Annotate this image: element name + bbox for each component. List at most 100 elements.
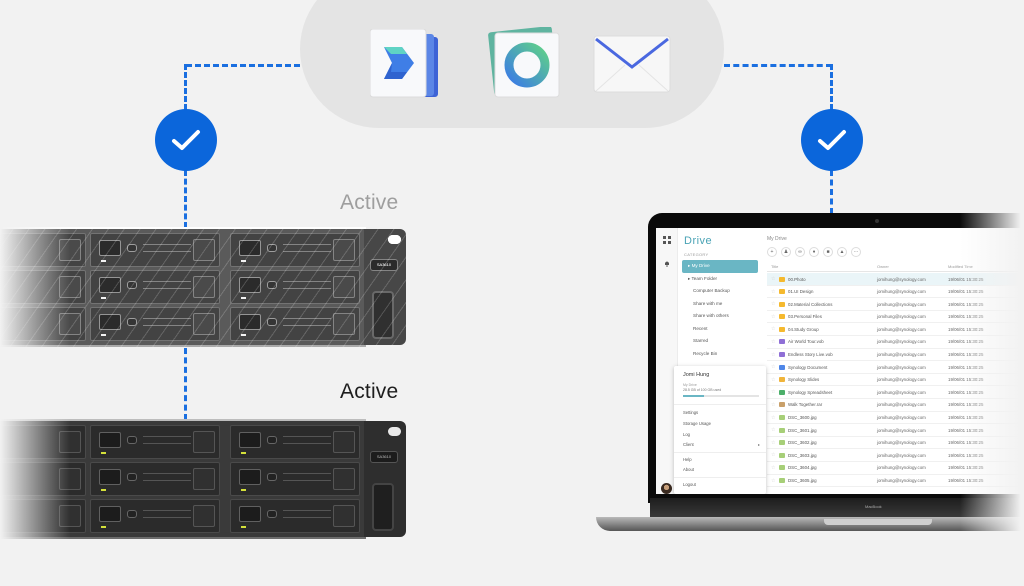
connector-server-link [184,348,187,420]
star-icon[interactable]: ☆ [771,338,776,345]
folder-icon [779,289,785,295]
quota-bar [683,395,759,397]
synology-drive-icon[interactable] [370,29,440,101]
sidebar-item-my-drive[interactable]: ▸ My Drive [682,260,758,273]
model-badge: SA3610 [370,259,398,271]
delete-button[interactable]: ▲ [837,247,847,257]
mail-icon[interactable] [593,35,671,95]
file-name: 03.Personal Files [788,314,822,320]
user-name: Jomi Hung [683,372,710,378]
file-owner: jomihung@synology.com [877,427,926,433]
drive-logo: Drive [684,235,713,247]
star-icon[interactable]: ☆ [771,288,776,295]
star-icon[interactable]: ☆ [771,439,776,446]
star-icon[interactable]: ☆ [771,389,776,396]
connector-right-to-laptop [830,170,833,214]
file-name: DSC_3601.jpg [788,427,817,433]
sidebar-item-computer-backup[interactable]: Computer Backup [693,288,730,293]
file-owner: jomihung@synology.com [877,301,926,307]
file-owner: jomihung@synology.com [877,314,926,320]
video-icon [779,352,785,358]
upper-server-status: Active [340,191,399,214]
copy-button[interactable]: ■ [823,247,833,257]
file-owner: jomihung@synology.com [877,352,926,358]
image-icon [779,478,785,483]
archive-icon [779,402,785,408]
file-owner: jomihung@synology.com [877,478,926,483]
sidebar-item-recent[interactable]: Recent [693,325,708,331]
file-name: DSC_3605.jpg [788,478,817,483]
breadcrumb: My Drive [767,236,787,242]
doc-icon [779,364,785,370]
file-owner: jomihung@synology.com [877,465,926,471]
star-icon[interactable]: ☆ [771,301,776,308]
share-user-button[interactable]: ♟ [781,247,791,257]
sidebar-item-share-with-me[interactable]: Share with me [693,300,723,306]
link-button[interactable]: ∞ [795,247,805,257]
quota-usage: 28.5 GB of 100 GB used [683,388,722,392]
menu-item-logout[interactable]: Logout [683,482,696,487]
avatar[interactable] [661,483,672,494]
submenu-arrow-icon: ▸ [757,442,760,447]
nas-server-lower: SA3610 [0,419,406,539]
app-rail [656,228,678,494]
file-owner: jomihung@synology.com [877,377,926,383]
sidebar-item-share-with-others[interactable]: Share with others [693,313,729,318]
sheet-icon [779,389,785,395]
sidebar-item-team-folder[interactable]: ▸ Team Folder [688,275,718,281]
star-icon[interactable]: ☆ [771,376,776,383]
file-owner: jomihung@synology.com [877,339,926,345]
more-button[interactable]: ··· [851,247,861,257]
star-icon[interactable]: ☆ [771,364,776,371]
star-icon[interactable]: ☆ [771,351,776,358]
file-name: DSC_3603.jpg [788,452,817,458]
menu-item-settings[interactable]: Settings [683,410,699,415]
file-name: 02.Material Collections [788,301,833,307]
star-icon[interactable]: ☆ [771,313,776,320]
image-icon [779,415,785,421]
image-icon [779,427,785,433]
folder-icon [779,276,785,282]
file-owner: jomihung@synology.com [877,289,926,295]
menu-item-log[interactable]: Log [683,432,690,437]
star-icon[interactable]: ☆ [771,464,776,471]
file-name: DSC_3604.jpg [788,465,817,471]
file-owner: jomihung@synology.com [877,452,926,458]
star-icon[interactable]: ☆ [771,401,776,408]
folder-icon [779,326,785,332]
folder-icon [779,301,785,307]
star-icon[interactable]: ☆ [771,452,776,459]
star-icon[interactable]: ☆ [771,414,776,421]
star-icon[interactable]: ☆ [771,276,776,282]
synology-moments-icon[interactable] [487,27,562,102]
column-title[interactable]: Title [771,264,779,269]
bell-icon[interactable] [664,260,670,267]
laptop-chin: MacBook [650,498,1024,518]
sidebar-item-starred[interactable]: Starred [693,338,709,343]
check-icon-right [801,109,863,171]
star-icon[interactable]: ☆ [771,326,776,333]
menu-item-about[interactable]: About [683,467,694,472]
image-icon [779,465,785,471]
connector-right-top [724,64,832,67]
sidebar-nav: ▸ My Drive ▸ Team Folder Computer Backup… [682,260,758,360]
menu-item-client[interactable]: Client [683,442,694,447]
add-button[interactable]: + [767,247,777,257]
star-icon[interactable]: ☆ [771,427,776,434]
menu-item-storage-usage[interactable]: Storage Usage [683,421,711,426]
apps-grid-icon[interactable] [663,236,671,244]
file-name: DSC_3602.jpg [788,440,817,446]
column-owner[interactable]: Owner [877,264,889,269]
check-icon-left [155,109,217,171]
file-owner: jomihung@synology.com [877,440,926,446]
lower-server-status: Active [340,380,399,403]
file-name: Endless Story Live.vob [788,352,833,358]
connector-right-vertical [830,64,833,110]
sidebar-item-recycle-bin[interactable]: Recycle Bin [693,350,718,356]
menu-item-help[interactable]: Help [683,457,692,462]
star-icon[interactable]: ☆ [771,477,776,484]
tag-button[interactable]: ♦ [809,247,819,257]
connector-left-vertical [184,64,187,110]
